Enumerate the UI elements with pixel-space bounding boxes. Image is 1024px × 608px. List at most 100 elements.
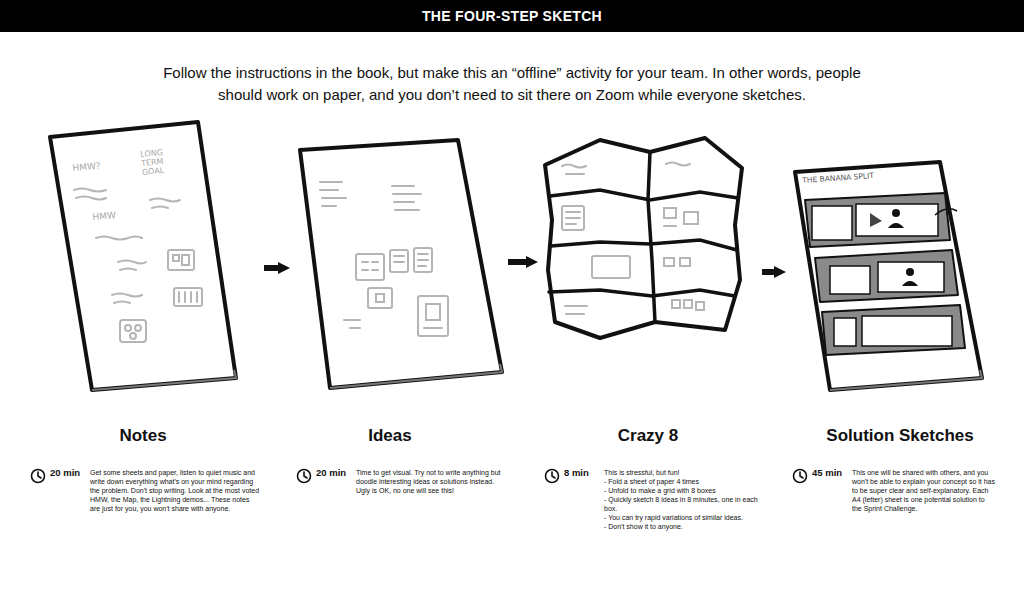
solution-sheet-part: [795, 162, 982, 390]
crazy8-sheet-part-part: [565, 306, 587, 314]
ideas-sheet-part-part: [390, 250, 408, 272]
solution-sheet-part-part: [830, 266, 870, 294]
description-text: - Don't show it to anyone.: [604, 522, 758, 531]
crazy8-sheet-part-part: [684, 300, 692, 308]
clock-icon-part: [298, 470, 311, 483]
ideas-sheet-part-part: [376, 294, 384, 302]
crazy8-sheet-part-part: [592, 256, 630, 278]
clock-icon-part: [552, 472, 555, 478]
ideas-sheet-part-part: [320, 182, 346, 206]
solution-sheet-part-part: [856, 204, 938, 236]
crazy8-sheet-part-part: [562, 165, 586, 175]
crazy8-sheet-part-part: [680, 258, 690, 266]
ideas-sheet-part-part: [418, 296, 448, 336]
crazy8-sheet-part-part: [666, 163, 690, 166]
notes-sheet-part: [92, 370, 236, 390]
solution-sheet-part: [870, 209, 918, 286]
ideas-sheet-part-part: [394, 256, 404, 262]
page-title: THE FOUR-STEP SKETCH: [0, 0, 1024, 32]
flow-arrow: [508, 259, 526, 265]
solution-sheet-part-part: [878, 262, 944, 292]
subtitle: Follow the instructions in the book, but…: [162, 62, 862, 106]
solution-sheet-part-part: [815, 250, 958, 302]
crazy8-sheet-part-part: [684, 212, 698, 224]
description-block: This one will be shared with others, and…: [852, 468, 996, 513]
notes-sheet-part-part: [179, 292, 197, 302]
clock-icon-part: [794, 470, 807, 483]
crazy8-sheet-part-part: [664, 208, 676, 218]
ideas-sheet-part-part: [392, 186, 421, 210]
notes-sheet-part-part: [174, 288, 202, 306]
step-panel: Ideas20 minTime to get visual. Try not t…: [292, 150, 506, 549]
description-text: - Unfold to make a grid with 8 boxes: [604, 486, 758, 495]
solution-sheet-part: [812, 204, 952, 346]
ideas-sheet-part: [320, 182, 448, 336]
duration: 45 min: [812, 467, 842, 478]
ideas-sheet-part: [300, 140, 502, 388]
description-block: Get some sheets and paper, listen to qui…: [90, 468, 260, 513]
description-text: Time to get visual. Try not to write any…: [356, 468, 504, 495]
notes-sheet-part-part: [74, 189, 106, 192]
description-text: - Fold a sheet of paper 4 times: [604, 477, 758, 486]
notes-sheet-part: [50, 122, 236, 390]
notes-sheet-part-part: [168, 250, 194, 270]
crazy8-sheet-part-part: [551, 240, 737, 250]
solution-sheet-part-part: [862, 316, 952, 346]
step-heading: Ideas: [280, 426, 500, 446]
solution-sheet: [795, 162, 982, 390]
solution-sheet-part-part: [906, 268, 914, 276]
crazy8-sheet-part-part: [664, 258, 674, 266]
ideas-sheet-part-part: [368, 288, 392, 308]
clock-icon-part: [304, 472, 307, 478]
ideas-sheet-part-part: [344, 320, 360, 328]
solution-sheet-part: [935, 209, 957, 215]
ideas-sheet-part-part: [418, 254, 428, 266]
solution-sheet-part-part: [870, 213, 882, 227]
sketch-scribble: HMW: [92, 209, 133, 222]
notes-sheet-part: [74, 189, 202, 343]
notes-sheet-part-part: [96, 237, 142, 240]
crazy8-sheet-part-part: [566, 212, 580, 224]
notes-sheet-part-part: [114, 302, 130, 304]
notes-sheet-part-part: [76, 197, 106, 200]
ideas-sheet-part-part: [356, 254, 384, 280]
description-block: Time to get visual. Try not to write any…: [356, 468, 504, 495]
solution-sheet-part-part: [834, 318, 856, 346]
crazy8-sheet: [545, 138, 742, 338]
duration: 8 min: [564, 467, 589, 478]
crazy8-sheet-part-part: [550, 190, 738, 200]
notes-sheet-part-part: [182, 255, 189, 265]
duration: 20 min: [316, 467, 346, 478]
solution-sheet-part-part: [902, 281, 918, 286]
notes-sheet-part-part: [130, 333, 136, 339]
step-panel: Notes20 minGet some sheets and paper, li…: [26, 150, 262, 549]
description-text: Get some sheets and paper, listen to qui…: [90, 468, 260, 513]
crazy8-sheet-part: [545, 138, 742, 338]
ideas-sheet-part-part: [424, 327, 442, 329]
notes-sheet-part-part: [135, 325, 141, 331]
flow-arrow: [762, 269, 774, 275]
crazy8-sheet-part-part: [664, 225, 676, 227]
sketch-scribble: THE BANANA SPLIT: [802, 168, 912, 185]
ideas-sheet: [300, 140, 502, 388]
notes-sheet-part-part: [118, 261, 146, 264]
clock-icon-part: [32, 470, 45, 483]
flow-arrow: [264, 265, 278, 271]
description-text: This is stressful, but fun!: [604, 468, 758, 477]
notes-sheet-part-part: [125, 325, 131, 331]
description-text: - You can try rapid variations of simila…: [604, 513, 758, 522]
ideas-sheet-part-part: [362, 262, 378, 270]
solution-sheet-part-part: [892, 209, 900, 217]
sketch-scribble: HMW?: [72, 160, 113, 173]
solution-sheet-part-part: [812, 206, 852, 240]
crazy8-sheet-part-part: [672, 300, 680, 308]
description-text: This one will be shared with others, and…: [852, 468, 996, 513]
notes-sheet-part-part: [112, 294, 142, 297]
clock-icon-part: [800, 472, 803, 478]
clock-icon-part: [546, 470, 559, 483]
solution-sheet-part: [830, 370, 982, 390]
step-panel: Solution Sketches45 minThis one will be …: [788, 150, 998, 549]
description-block: This is stressful, but fun!- Fold a shee…: [604, 468, 758, 531]
crazy8-sheet-part-part: [696, 302, 704, 310]
